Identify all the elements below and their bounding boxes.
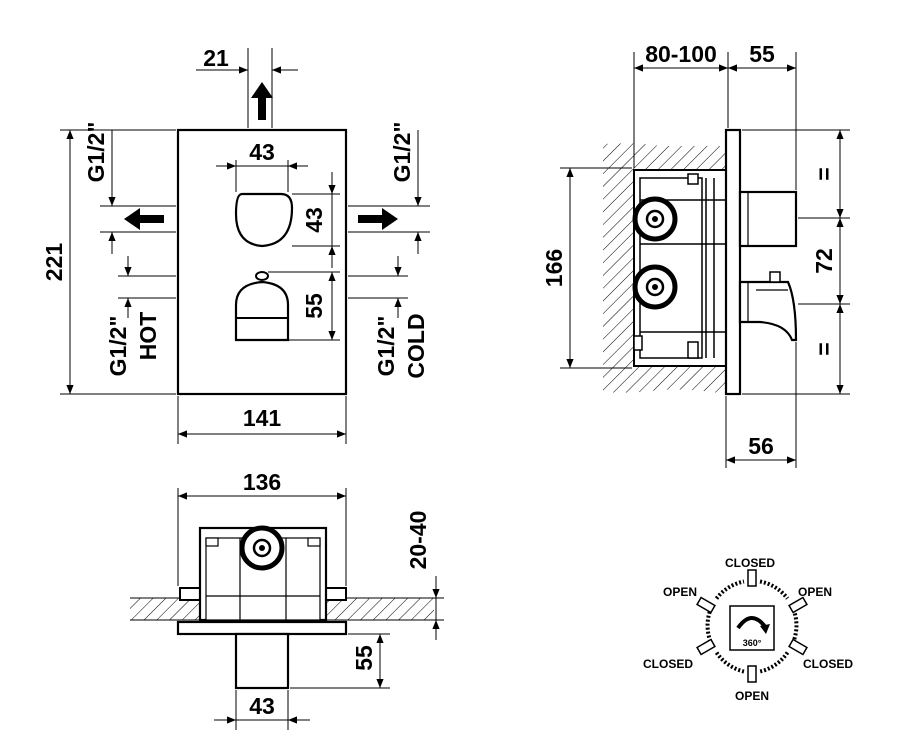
port-left-upper: G1/2" xyxy=(83,122,109,183)
rotation-center-label: 360° xyxy=(743,638,762,648)
port-right-upper: G1/2" xyxy=(389,122,415,183)
dim-bottom-width: 136 xyxy=(243,469,281,495)
side-view: 80-100 55 166 = 72 = 56 xyxy=(541,41,850,468)
dim-spacing-72: 72 xyxy=(811,248,837,274)
side-knob-lower xyxy=(738,271,798,342)
dim-side-projection: 55 xyxy=(749,41,775,67)
dim-wall-depth: 80-100 xyxy=(645,41,717,67)
dim-bottom-projection: 56 xyxy=(748,433,774,459)
dim-width-141: 141 xyxy=(243,405,282,431)
dim-top-offset: 21 xyxy=(203,45,229,71)
dim-equal-top: = xyxy=(811,167,837,180)
dim-spindle-width: 43 xyxy=(249,693,275,719)
cover-plate xyxy=(724,128,742,396)
dim-knob-height: 55 xyxy=(301,293,327,319)
bottom-spindle xyxy=(234,632,290,690)
port-right-lower: G1/2" xyxy=(373,316,399,377)
rotation-label-lower-right: CLOSED xyxy=(803,657,853,671)
flow-arrow-up xyxy=(251,82,273,120)
flow-arrow-right xyxy=(358,208,398,230)
inlet-lower xyxy=(632,264,678,310)
rotation-label-top: CLOSED xyxy=(725,556,775,570)
dim-side-height: 166 xyxy=(541,249,567,287)
flow-arrow-left xyxy=(124,208,164,230)
front-view: 21 221 141 43 43 55 xyxy=(41,45,430,444)
port-left-lower-label: HOT xyxy=(135,312,161,361)
dim-bottom-projection: 55 xyxy=(351,645,377,671)
port-left-lower: G1/2" xyxy=(105,316,131,377)
rotation-diagram: 360° CLOSED OPEN OPEN CLOSED CLOSED OPEN xyxy=(643,556,853,703)
side-handle-upper xyxy=(738,190,798,248)
rotation-label-upper-left: OPEN xyxy=(663,585,697,599)
inlet-upper xyxy=(632,196,678,242)
port-right-lower-label: COLD xyxy=(403,313,429,378)
dim-handle-height: 43 xyxy=(301,207,327,233)
bottom-cover-plate xyxy=(176,620,348,636)
dim-bottom-depth: 20-40 xyxy=(405,511,431,570)
front-plate xyxy=(176,128,348,396)
dim-handle-width: 43 xyxy=(249,139,275,165)
dim-height-221: 221 xyxy=(41,243,67,282)
upper-handle xyxy=(234,192,294,248)
bottom-view: 136 20-40 55 43 xyxy=(130,469,444,730)
rotation-label-upper-right: OPEN xyxy=(798,585,832,599)
bottom-inlet xyxy=(239,525,285,571)
lower-knob xyxy=(234,271,290,342)
dim-equal-bottom: = xyxy=(811,342,837,355)
rotation-label-lower-left: CLOSED xyxy=(643,657,693,671)
rotation-label-bottom: OPEN xyxy=(735,689,769,703)
